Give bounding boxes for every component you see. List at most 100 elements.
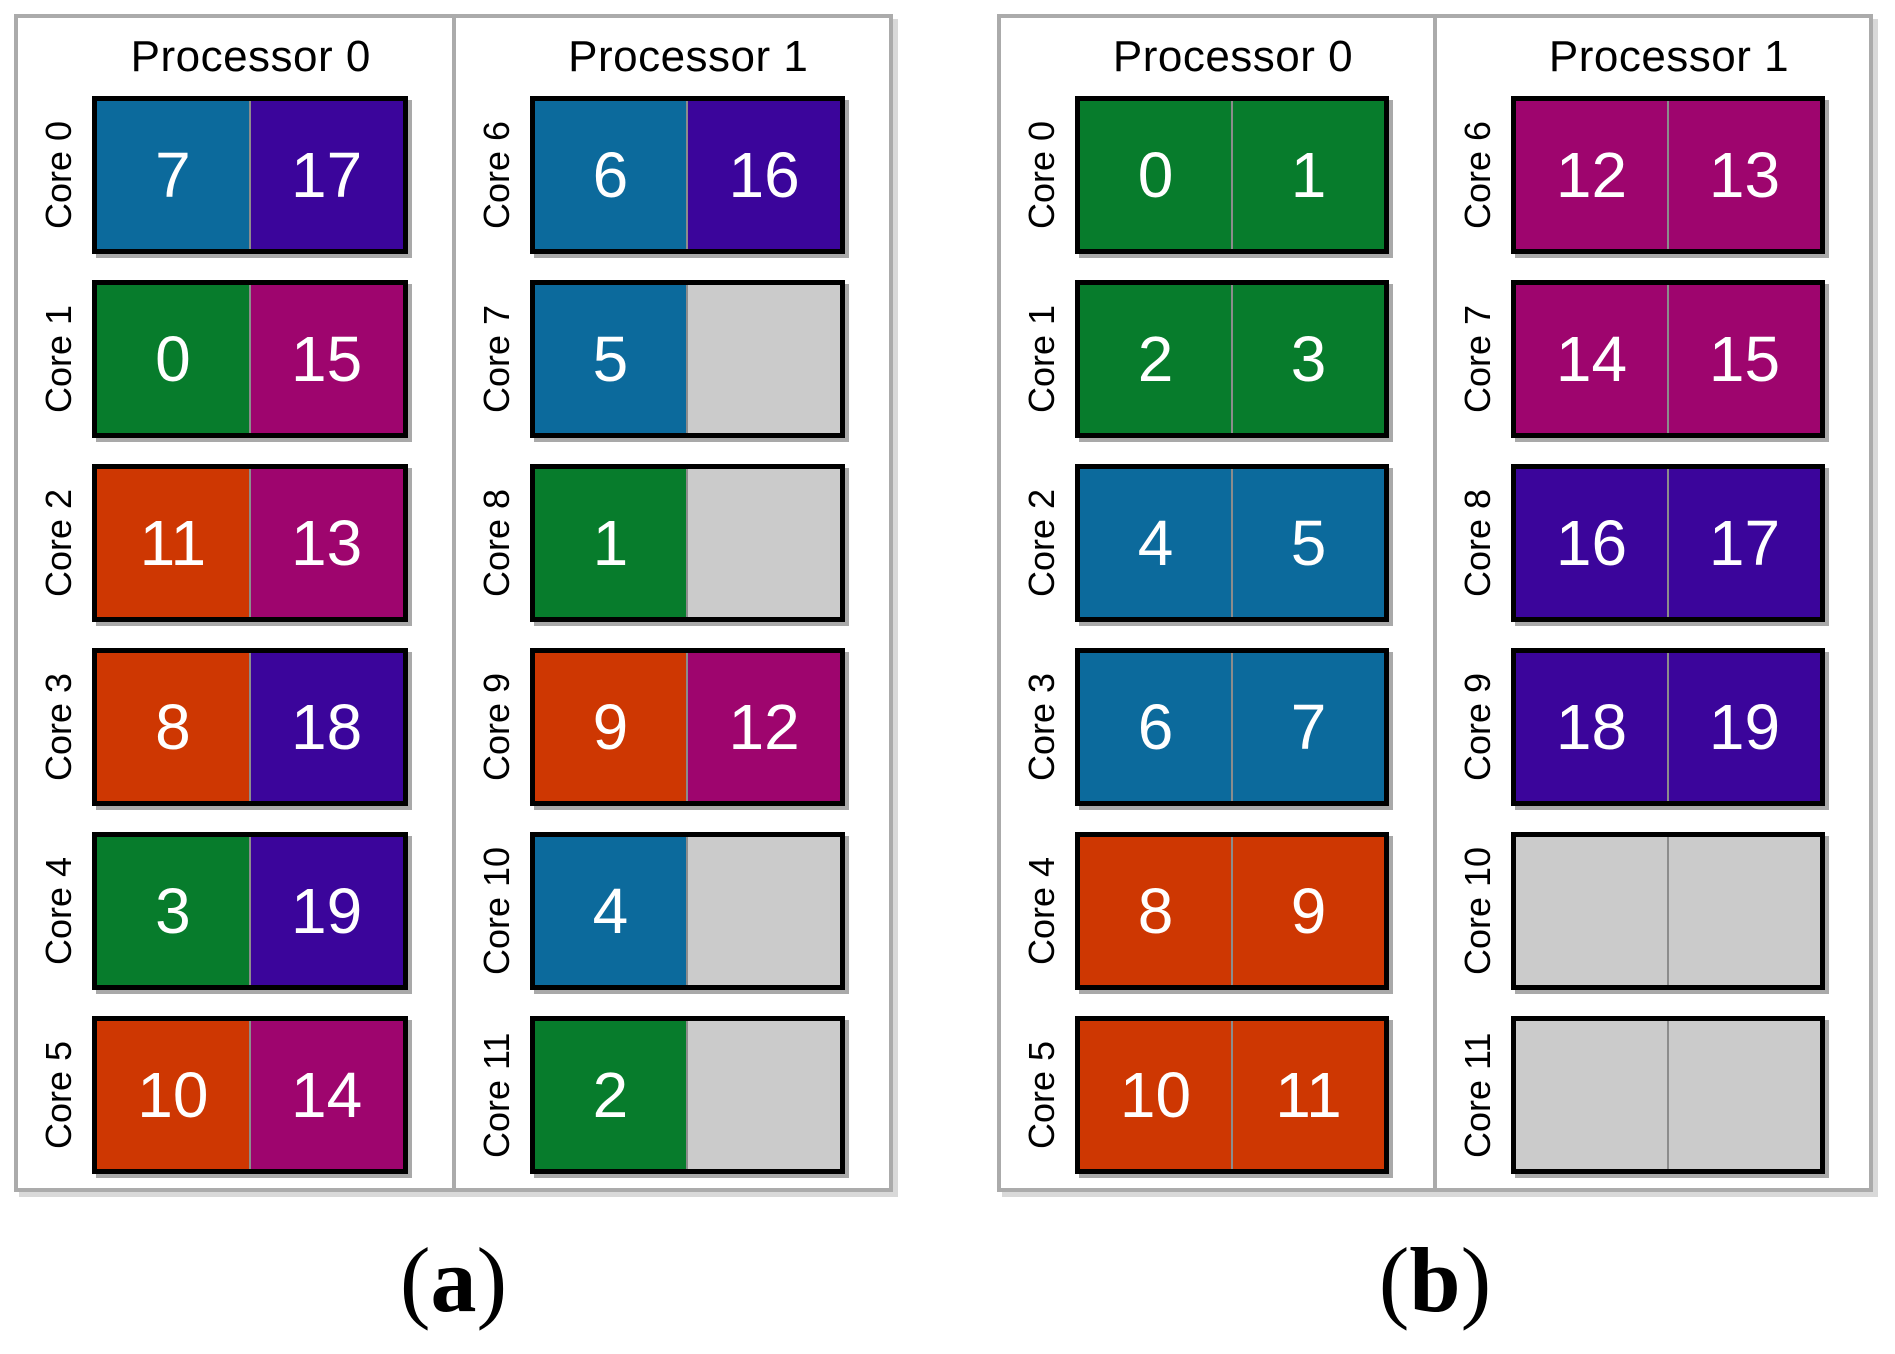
thread-id-label: 17 — [291, 139, 363, 211]
thread-id-label: 13 — [1708, 139, 1781, 211]
thread-slot-empty — [1667, 1021, 1820, 1169]
thread-slot-empty — [686, 469, 840, 617]
core-label: Core 2 — [1021, 488, 1062, 598]
thread-id-label: 18 — [1555, 691, 1628, 763]
core-label: Core 2 — [38, 488, 79, 598]
thread-slot-empty — [686, 1021, 840, 1169]
thread-slot: 4 — [1080, 469, 1231, 617]
thread-slot: 3 — [97, 837, 249, 985]
thread-slot: 10 — [97, 1021, 249, 1169]
thread-slot: 0 — [97, 285, 249, 433]
caption-close: ) — [1460, 1229, 1492, 1331]
core-label: Core 5 — [1021, 1040, 1062, 1150]
thread-slot: 9 — [534, 653, 687, 801]
core-label: Core 7 — [475, 304, 517, 414]
thread-id-label: 6 — [1137, 691, 1174, 763]
thread-id-label: 14 — [291, 1059, 363, 1131]
thread-id-label: 6 — [592, 139, 629, 211]
core-box: 10 14 — [92, 1016, 408, 1174]
thread-id-label: 8 — [1137, 875, 1174, 947]
core-label: Core 11 — [475, 1032, 517, 1158]
thread-id-label: 5 — [1290, 507, 1327, 579]
thread-slot: 8 — [1080, 837, 1231, 985]
thread-id-label: 2 — [1137, 323, 1174, 395]
thread-slot: 9 — [1231, 837, 1384, 985]
thread-slot: 8 — [97, 653, 249, 801]
thread-id-label: 11 — [139, 507, 207, 579]
thread-slot: 4 — [534, 837, 687, 985]
thread-id-label: 14 — [1555, 323, 1628, 395]
thread-id-label: 16 — [728, 139, 800, 211]
core-row: Core 7 14 15 — [1437, 280, 1869, 438]
thread-id-label: 7 — [155, 139, 191, 211]
thread-slot: 12 — [1516, 101, 1667, 249]
processor-title: Processor 0 — [130, 32, 371, 81]
thread-id-label: 1 — [592, 507, 629, 579]
thread-slot-empty — [686, 837, 840, 985]
core-row: Core 11 — [1437, 1016, 1869, 1174]
thread-slot: 3 — [1231, 285, 1384, 433]
processor-title: Processor 1 — [1548, 32, 1790, 81]
thread-slot-empty — [1516, 1021, 1667, 1169]
core-box: 12 13 — [1511, 96, 1825, 254]
thread-slot: 16 — [1516, 469, 1667, 617]
core-label: Core 7 — [1457, 304, 1498, 414]
thread-id-label: 18 — [291, 691, 363, 763]
core-label: Core 10 — [475, 846, 517, 976]
thread-slot: 7 — [97, 101, 249, 249]
core-label: Core 4 — [1021, 856, 1062, 966]
core-label: Core 4 — [38, 856, 79, 966]
thread-slot: 15 — [1667, 285, 1820, 433]
core-label: Core 10 — [1457, 846, 1498, 976]
core-label: Core 9 — [475, 672, 517, 782]
thread-id-label: 15 — [291, 323, 363, 395]
core-label: Core 3 — [1021, 672, 1062, 782]
thread-slot: 6 — [1080, 653, 1231, 801]
core-box: 7 17 — [92, 96, 408, 254]
caption-b: (b) — [997, 1229, 1873, 1331]
thread-id-label: 5 — [592, 323, 629, 395]
core-box: 6 16 — [529, 96, 845, 254]
thread-slot: 13 — [1667, 101, 1820, 249]
core-label: Core 11 — [1457, 1032, 1498, 1158]
thread-id-label: 15 — [1708, 323, 1781, 395]
thread-slot: 14 — [1516, 285, 1667, 433]
caption-close: ) — [476, 1229, 508, 1331]
core-box: 8 18 — [92, 648, 408, 806]
thread-slot: 15 — [248, 285, 403, 433]
caption-open: ( — [399, 1229, 431, 1331]
thread-id-label: 2 — [592, 1059, 629, 1131]
core-label: Core 1 — [1021, 304, 1062, 414]
caption-a: (a) — [14, 1229, 893, 1331]
thread-slot-empty — [686, 285, 840, 433]
thread-slot: 1 — [534, 469, 687, 617]
caption-letter: a — [430, 1229, 477, 1331]
captions: (a)(b) — [0, 1229, 1895, 1331]
thread-slot: 11 — [1231, 1021, 1384, 1169]
thread-id-label: 9 — [592, 691, 629, 763]
core-box: 5 — [529, 280, 845, 438]
thread-slot: 18 — [1516, 653, 1667, 801]
